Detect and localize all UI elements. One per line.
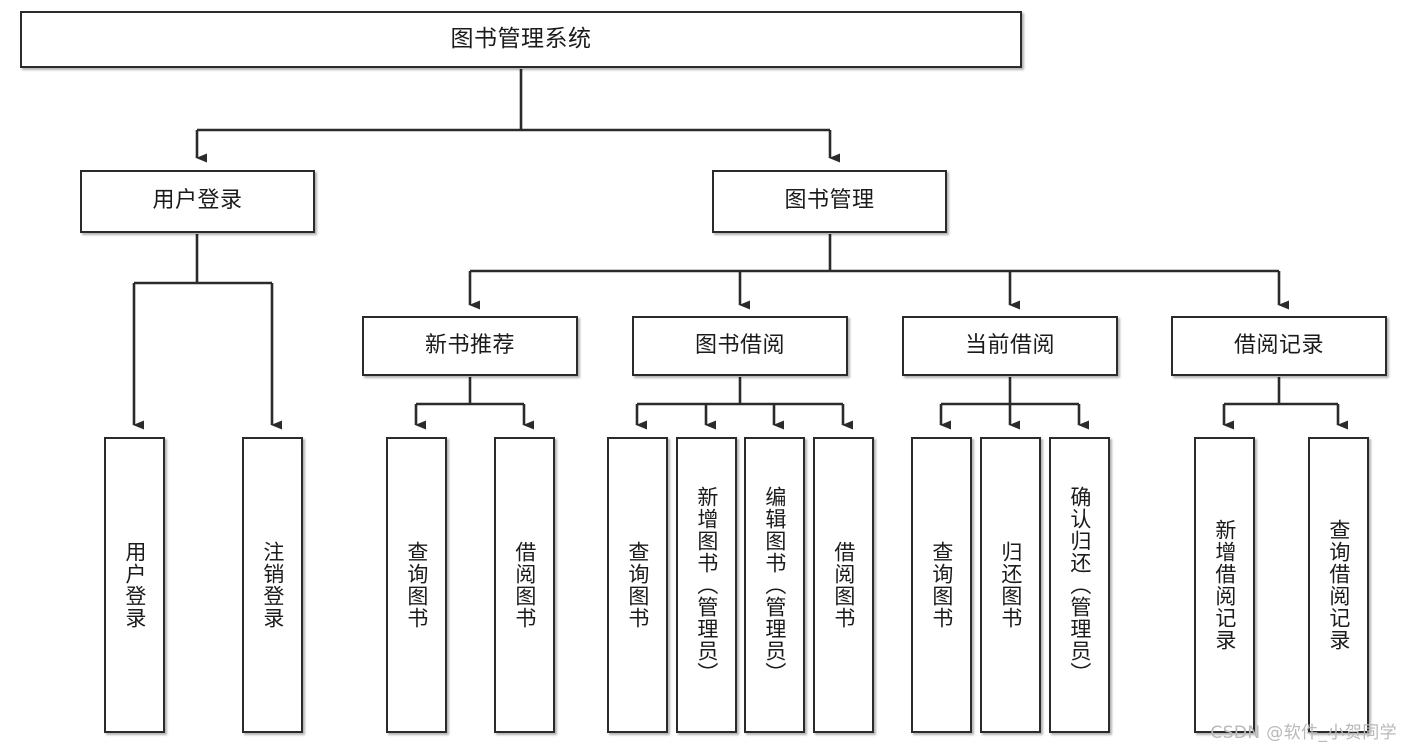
node-label: 借阅图书 bbox=[831, 541, 856, 629]
node-label: 图书管理 bbox=[784, 188, 875, 214]
node-leaf-add-book[interactable]: 新增图书（管理员） bbox=[676, 437, 737, 733]
node-label: 用户登录 bbox=[152, 188, 243, 214]
node-label: 查询借阅记录 bbox=[1326, 519, 1351, 651]
node-leaf-add-record[interactable]: 新增借阅记录 bbox=[1194, 437, 1255, 733]
csdn-watermark: CSDN @软件_小贺同学 bbox=[1210, 723, 1397, 743]
node-current-borrow[interactable]: 当前借阅 bbox=[902, 316, 1118, 376]
node-label: 归还图书 bbox=[998, 541, 1023, 629]
node-leaf-query-book-2[interactable]: 查询图书 bbox=[607, 437, 668, 733]
node-label: 新增图书（管理员） bbox=[694, 486, 719, 684]
node-label: 确认归还（管理员） bbox=[1067, 486, 1092, 684]
node-root-system[interactable]: 图书管理系统 bbox=[20, 11, 1022, 68]
node-leaf-query-book-1[interactable]: 查询图书 bbox=[386, 437, 447, 733]
node-user-login[interactable]: 用户登录 bbox=[80, 170, 315, 233]
node-borrow-record[interactable]: 借阅记录 bbox=[1171, 316, 1387, 376]
node-label: 注销登录 bbox=[260, 541, 285, 629]
node-label: 新书推荐 bbox=[424, 332, 515, 358]
node-label: 查询图书 bbox=[404, 541, 429, 629]
node-leaf-borrow-book-1[interactable]: 借阅图书 bbox=[494, 437, 555, 733]
node-book-borrow[interactable]: 图书借阅 bbox=[632, 316, 848, 376]
node-label: 图书借阅 bbox=[694, 332, 785, 358]
node-leaf-query-book-3[interactable]: 查询图书 bbox=[911, 437, 972, 733]
node-label: 当前借阅 bbox=[964, 332, 1055, 358]
node-label: 借阅图书 bbox=[512, 541, 537, 629]
node-leaf-confirm-return[interactable]: 确认归还（管理员） bbox=[1049, 437, 1110, 733]
node-label: 新增借阅记录 bbox=[1212, 519, 1237, 651]
node-leaf-user-login[interactable]: 用户登录 bbox=[104, 437, 165, 733]
node-leaf-edit-book[interactable]: 编辑图书（管理员） bbox=[744, 437, 805, 733]
node-label: 编辑图书（管理员） bbox=[762, 486, 787, 684]
node-label: 图书管理系统 bbox=[450, 25, 592, 52]
node-leaf-borrow-book-2[interactable]: 借阅图书 bbox=[813, 437, 874, 733]
node-label: 查询图书 bbox=[625, 541, 650, 629]
node-label: 查询图书 bbox=[929, 541, 954, 629]
node-leaf-query-record[interactable]: 查询借阅记录 bbox=[1308, 437, 1369, 733]
node-leaf-return-book[interactable]: 归还图书 bbox=[980, 437, 1041, 733]
node-leaf-logout-login[interactable]: 注销登录 bbox=[242, 437, 303, 733]
node-new-book-recommend[interactable]: 新书推荐 bbox=[362, 316, 578, 376]
node-label: 用户登录 bbox=[122, 541, 147, 629]
node-label: 借阅记录 bbox=[1233, 332, 1324, 358]
node-book-management[interactable]: 图书管理 bbox=[712, 170, 947, 233]
